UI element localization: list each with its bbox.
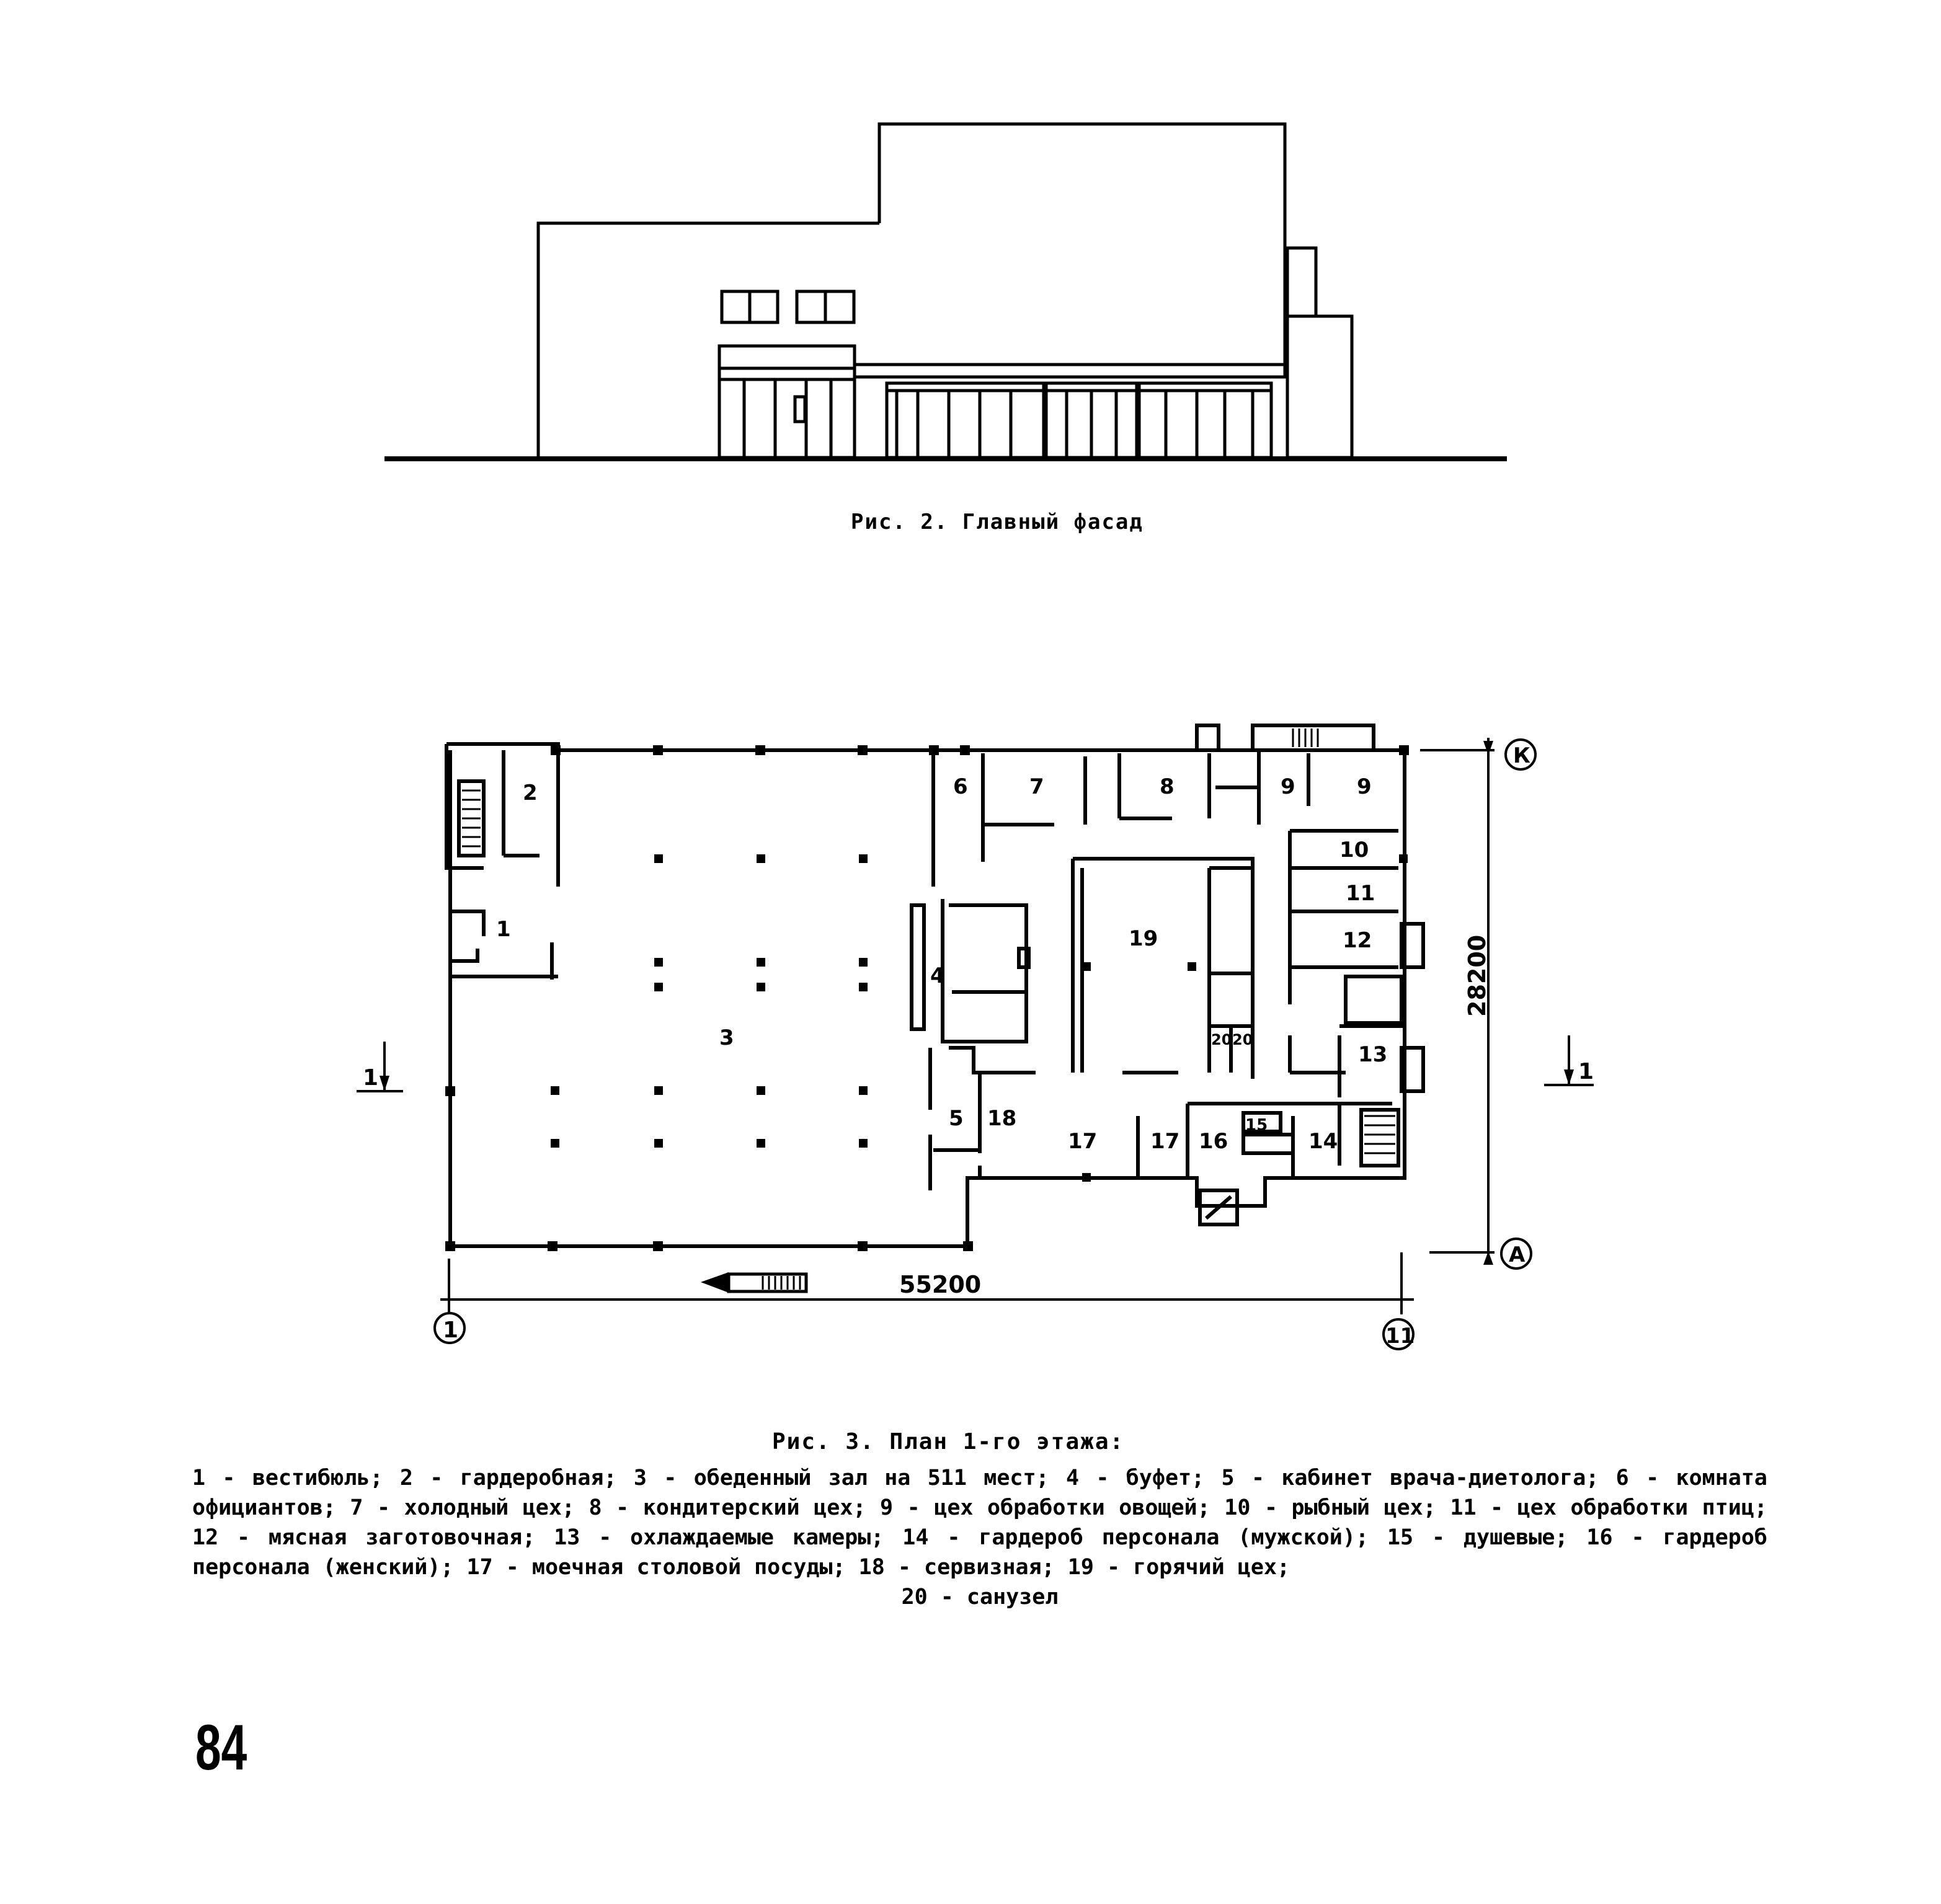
room-label-10: 10 — [1339, 838, 1369, 862]
room-label-3: 3 — [719, 1025, 734, 1050]
floor-plan-drawing: 55200 28200 1 11 К А 1 1 1 2 3 4 5 6 7 8… — [357, 724, 1594, 1350]
figure-2-caption: Рис. 2. Главный фасад — [851, 510, 1144, 534]
room-label-1: 1 — [496, 917, 511, 942]
dimension-width: 55200 — [899, 1271, 981, 1298]
figure-3-legend: 1 - вестибюль; 2 - гардеробная; 3 - обед… — [192, 1463, 1767, 1612]
room-label-8: 8 — [1160, 774, 1175, 799]
room-label-4: 4 — [930, 963, 945, 988]
legend-body: 1 - вестибюль; 2 - гардеробная; 3 - обед… — [192, 1466, 1767, 1580]
room-label-18: 18 — [987, 1106, 1016, 1131]
figure-3-caption: Рис. 3. План 1-го этажа: — [772, 1429, 1125, 1455]
room-label-2: 2 — [523, 781, 538, 805]
room-label-17b: 17 — [1150, 1129, 1179, 1154]
room-label-20b: 20 — [1232, 1031, 1253, 1048]
room-label-6: 6 — [953, 774, 968, 799]
room-label-17a: 17 — [1068, 1129, 1097, 1154]
page-number: 84 — [195, 1712, 247, 1784]
room-label-15: 15 — [1245, 1116, 1268, 1135]
axis-label-left: 1 — [443, 1317, 458, 1343]
room-label-5: 5 — [949, 1106, 964, 1131]
room-label-19: 19 — [1129, 926, 1158, 951]
room-label-9b: 9 — [1357, 774, 1372, 799]
room-label-12: 12 — [1343, 928, 1372, 953]
room-label-9a: 9 — [1281, 774, 1295, 799]
room-label-20a: 20 — [1211, 1031, 1232, 1048]
room-label-13: 13 — [1358, 1042, 1387, 1067]
legend-tail: 20 - санузел — [901, 1585, 1059, 1610]
dimension-depth: 28200 — [1464, 935, 1491, 1017]
axis-label-bottom: А — [1509, 1242, 1526, 1267]
section-mark-left: 1 — [363, 1065, 378, 1091]
axis-label-right: 11 — [1385, 1324, 1415, 1348]
room-label-7: 7 — [1029, 774, 1044, 799]
room-label-14: 14 — [1308, 1129, 1338, 1154]
facade-drawing — [384, 122, 1507, 461]
room-label-11: 11 — [1346, 881, 1375, 906]
axis-label-top: К — [1513, 743, 1530, 768]
room-label-16: 16 — [1199, 1129, 1228, 1154]
section-mark-right: 1 — [1578, 1059, 1594, 1084]
